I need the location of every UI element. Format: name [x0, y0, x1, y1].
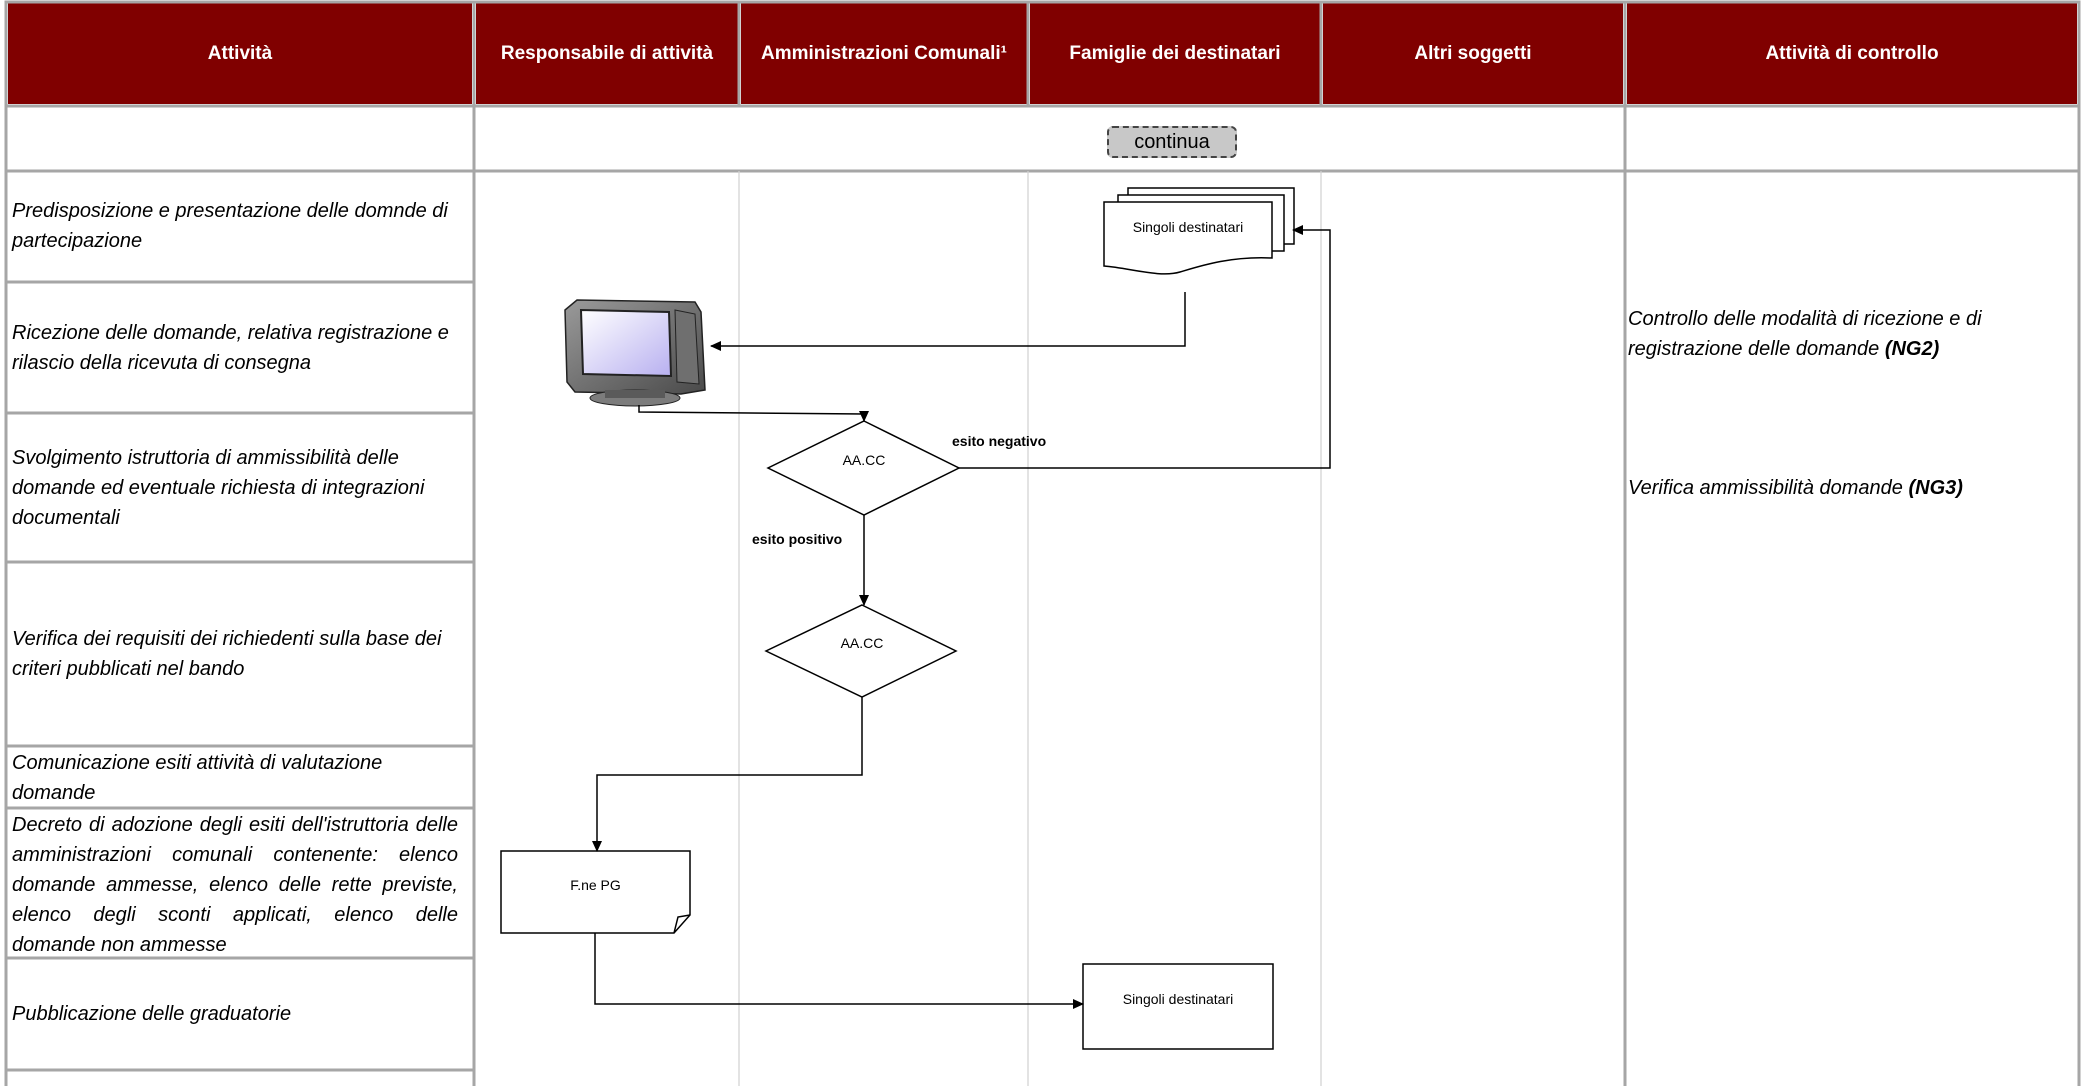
control-1-text: Controllo delle modalità di ricezione e … — [1628, 308, 1982, 360]
multi-document-label: Singoli destinatari — [1132, 219, 1244, 235]
connectors — [592, 225, 1331, 1009]
activity-7: Pubblicazione delle graduatorie — [12, 1003, 292, 1025]
diamond-2-label: AA.CC — [840, 635, 884, 651]
header-amministrazioni: Amministrazioni Comunali¹ — [741, 3, 1027, 104]
control-2-text: Verifica ammissibilità domande — [1628, 477, 1909, 499]
control-2: Verifica ammissibilità domande (NG3) — [1628, 473, 2068, 503]
singoli-destinatari-label: Singoli destinatari — [1122, 991, 1234, 1007]
esito-positivo-label: esito positivo — [752, 531, 843, 547]
continua-connector: continua — [1107, 126, 1237, 158]
lane-separators — [738, 171, 1322, 1086]
header-attivita: Attività — [8, 3, 472, 104]
header-famiglie: Famiglie dei destinatari — [1030, 3, 1320, 104]
activity-4: Verifica dei requisiti dei richiedenti s… — [12, 628, 442, 680]
activity-2: Ricezione delle domande, relativa regist… — [12, 322, 449, 374]
table-grid — [4, 0, 2081, 1086]
decision-diamond-2 — [764, 604, 958, 698]
esito-negativo-label: esito negativo — [952, 433, 1047, 449]
computer-icon — [564, 299, 706, 407]
multi-document-shape — [1103, 187, 1295, 275]
fne-pg-document — [500, 850, 691, 934]
activity-5: Comunicazione esiti attività di valutazi… — [12, 752, 383, 804]
fne-pg-label: F.ne PG — [570, 877, 621, 893]
header-controllo: Attività di controllo — [1627, 3, 2077, 104]
header-altri-soggetti: Altri soggetti — [1323, 3, 1623, 104]
decision-diamond-1 — [766, 420, 961, 516]
singoli-destinatari-box — [1082, 963, 1274, 1050]
control-1: Controllo delle modalità di ricezione e … — [1628, 304, 2068, 364]
control-2-code: (NG3) — [1908, 477, 1963, 499]
activity-6: Decreto di adozione degli esiti dell'ist… — [12, 814, 458, 956]
control-1-code: (NG2) — [1884, 338, 1940, 360]
activity-1: Predisposizione e presentazione delle do… — [12, 200, 448, 252]
header-responsabile: Responsabile di attività — [476, 3, 738, 104]
diamond-1-label: AA.CC — [842, 452, 886, 468]
activity-3: Svolgimento istruttoria di ammissibilità… — [12, 447, 425, 529]
